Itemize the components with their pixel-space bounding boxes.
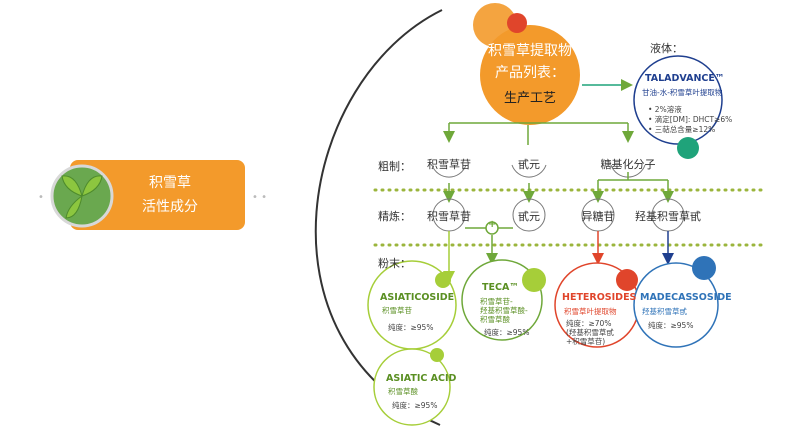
teca-spec: 纯度：≥95%	[484, 327, 529, 338]
asiaticoside-name: ASIATICOSIDE	[380, 292, 454, 303]
refine-arrows	[449, 172, 668, 200]
asiaticoside-spec: 纯度：≥95%	[388, 322, 433, 333]
refine-node-aglycone: 甙元	[499, 208, 559, 224]
left-line1: 积雪草	[120, 172, 220, 194]
crude-node-asiaticoside: 积雪草苷	[419, 156, 479, 172]
asiatic-acid-name: ASIATIC ACID	[386, 373, 456, 384]
madecassoside-name: MADECASSOSIDE	[640, 292, 732, 303]
crude-node-glycosylated: 糖基化分子	[593, 156, 663, 172]
stage-refine: 精炼：	[378, 208, 411, 224]
heterosides-name: HETEROSIDES	[562, 292, 636, 303]
refine-node-heteroside: 异糖苷	[568, 208, 628, 224]
crude-tree-lines	[449, 123, 628, 145]
liquid-item-3: • 三萜总含量≥12%	[648, 124, 715, 135]
stage-crude: 粗制：	[378, 158, 411, 174]
madecassoside-cn: 羟基积雪草甙	[642, 306, 687, 317]
stage-powder: 粉末：	[378, 255, 411, 271]
title-line3: 生产工艺	[480, 88, 580, 110]
active-ingredient-card: • • •	[38, 160, 267, 230]
madecassoside-spec: 纯度：≥95%	[648, 320, 693, 331]
teca-name: TECA™	[482, 282, 519, 293]
heterosides-cn: 积雪草叶提取物	[564, 306, 617, 317]
svg-text:• •: • •	[252, 192, 267, 203]
refine-node-madecassoside: 羟基积雪草甙	[628, 208, 708, 224]
svg-text:•: •	[38, 192, 44, 203]
refine-node-asiaticoside: 积雪草苷	[419, 208, 479, 224]
heterosides-spec-3: +积雪草苷)	[566, 336, 605, 347]
teca-cn-3: 积雪草酸	[480, 314, 510, 325]
plus-symbol: +	[488, 219, 496, 230]
crude-node-aglycone: 甙元	[499, 156, 559, 172]
asiatic-acid-spec: 纯度：≥95%	[392, 400, 437, 411]
left-line2: 活性成分	[120, 196, 220, 218]
asiatic-acid-cn: 积雪草酸	[388, 386, 418, 397]
liquid-subtitle: 甘油-水-积雪草叶提取物	[642, 87, 722, 98]
liquid-label: 液体：	[650, 40, 683, 56]
asiaticoside-cn: 积雪草苷	[382, 305, 412, 316]
title-line1: 积雪草提取物	[480, 40, 580, 62]
liquid-name: TALADVANCE™	[645, 73, 724, 84]
title-line2: 产品列表：	[480, 62, 580, 84]
